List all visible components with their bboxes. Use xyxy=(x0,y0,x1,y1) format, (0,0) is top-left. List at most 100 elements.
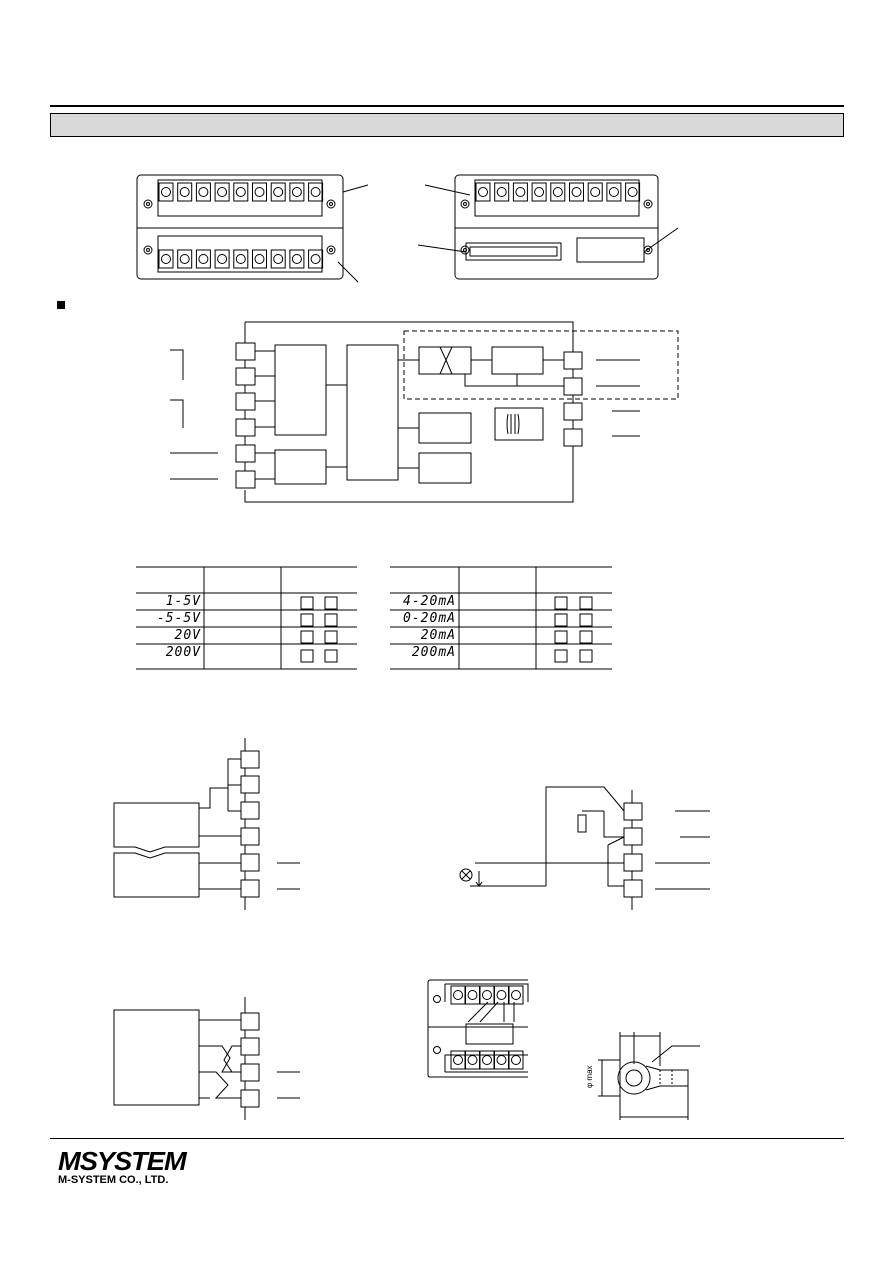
terminal-screw xyxy=(214,182,230,202)
header-rule xyxy=(50,105,844,107)
terminal-screw xyxy=(569,182,584,202)
block-diagram xyxy=(170,321,679,503)
connector-terminal xyxy=(576,237,645,263)
range-table-voltage xyxy=(136,566,357,670)
section-bullet xyxy=(57,301,65,309)
connector-port xyxy=(465,242,562,261)
range-table-current xyxy=(390,566,612,670)
range-label: 20V xyxy=(174,628,201,643)
dip-switch-box xyxy=(554,649,568,663)
range-label: 20mA xyxy=(420,628,456,643)
wiring-diagram-right xyxy=(459,786,710,910)
dip-switch-box xyxy=(324,630,338,644)
screw-head xyxy=(179,254,190,264)
screw-head xyxy=(608,187,619,197)
dip-switch-box xyxy=(554,630,568,644)
screw-head xyxy=(511,990,521,1000)
screw-head xyxy=(515,187,526,197)
terminal-screw xyxy=(158,249,174,269)
screw-head xyxy=(198,254,209,264)
screw-head xyxy=(310,254,321,264)
dip-switch-box xyxy=(324,649,338,663)
terminal-screw xyxy=(494,182,510,202)
screw-head xyxy=(552,187,563,197)
screw-head xyxy=(453,990,463,1000)
range-label: -5-5V xyxy=(156,611,201,626)
screw-head xyxy=(179,187,190,197)
dip-switch-box xyxy=(579,630,593,644)
screw-head xyxy=(511,1055,521,1065)
terminal-screw xyxy=(252,182,267,202)
terminal-screw xyxy=(177,182,193,202)
screw-head xyxy=(571,187,582,197)
range-label: 200V xyxy=(165,645,201,660)
diameter-label: φ max xyxy=(585,1065,594,1088)
dip-switch-box xyxy=(554,613,568,627)
dip-switch-box xyxy=(324,596,338,610)
terminal-screw xyxy=(587,182,603,202)
screw-head xyxy=(590,187,601,197)
dip-switch-box xyxy=(300,630,314,644)
msystem-logo: MSYSTEM M-SYSTEM CO., LTD. xyxy=(58,1148,188,1188)
screw-head xyxy=(467,1055,478,1065)
dip-switch-box xyxy=(579,596,593,610)
jumper-terminal-view xyxy=(427,979,529,1078)
terminal-screw xyxy=(158,182,174,202)
terminal-screw xyxy=(270,182,286,202)
terminal-screws-top xyxy=(158,182,324,202)
terminal-screw xyxy=(625,182,641,202)
screw-head xyxy=(161,187,171,197)
screw-head xyxy=(478,187,488,197)
terminal-screw xyxy=(308,182,324,202)
terminal-screw xyxy=(195,249,211,269)
screw-head xyxy=(482,1055,492,1065)
screw-head xyxy=(291,254,302,264)
screw-head xyxy=(291,187,302,197)
dip-switch-box xyxy=(579,613,593,627)
screw-head xyxy=(534,187,545,197)
dip-switch-box xyxy=(300,649,314,663)
terminal-screw xyxy=(508,1050,524,1070)
screw-head xyxy=(496,990,507,1000)
terminal-screws-jumper xyxy=(450,985,524,1070)
terminal-screw xyxy=(289,182,305,202)
terminal-screw xyxy=(308,249,324,269)
screw-head xyxy=(496,187,507,197)
front-terminal-view xyxy=(136,174,344,280)
range-label: 200mA xyxy=(411,645,456,660)
screw-head xyxy=(254,187,265,197)
terminal-screw xyxy=(550,182,566,202)
screw-head xyxy=(467,990,478,1000)
terminal-screw xyxy=(252,249,267,269)
screw-head xyxy=(627,187,638,197)
terminal-screw xyxy=(512,182,528,202)
logo-wordmark: MSYSTEM xyxy=(58,1146,187,1176)
screw-head xyxy=(161,254,171,264)
range-label: 0-20mA xyxy=(403,611,456,626)
terminal-screw xyxy=(195,182,211,202)
terminal-screw xyxy=(531,182,547,202)
dip-switch-box xyxy=(554,596,568,610)
screw-head xyxy=(217,187,228,197)
screw-head xyxy=(482,990,492,1000)
dip-switch-box xyxy=(300,613,314,627)
screw-head xyxy=(254,254,265,264)
screw-head xyxy=(273,187,284,197)
terminal-screws-bottom xyxy=(158,249,324,269)
dip-switch-box xyxy=(324,613,338,627)
terminal-screw xyxy=(270,249,286,269)
terminal-screw xyxy=(475,182,491,202)
screw-head xyxy=(310,187,321,197)
dip-switch-boxes xyxy=(300,596,593,663)
range-label: 1-5V xyxy=(165,594,201,609)
dip-switch-box xyxy=(579,649,593,663)
screw-head xyxy=(235,187,246,197)
section-title-bar xyxy=(50,113,844,137)
wiring-diagram-left xyxy=(113,738,300,910)
screw-head xyxy=(235,254,246,264)
wiring-diagram-bottom-left xyxy=(113,997,300,1120)
terminal-screw xyxy=(214,249,230,269)
screw-head xyxy=(198,187,209,197)
company-name: M-SYSTEM CO., LTD. xyxy=(58,1174,169,1186)
